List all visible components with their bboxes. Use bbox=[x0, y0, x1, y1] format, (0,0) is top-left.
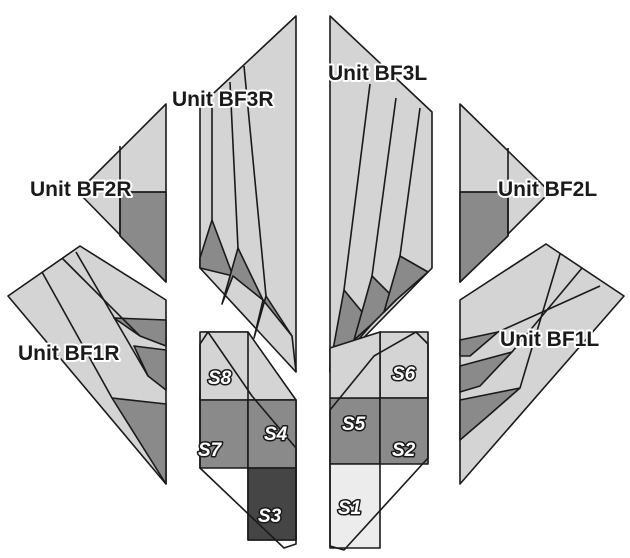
segment-label-s3: S3 bbox=[258, 506, 282, 527]
segment-label-s2: S2 bbox=[392, 440, 416, 461]
segment-label-s8: S8 bbox=[208, 368, 232, 389]
unit-bf2l bbox=[459, 103, 551, 283]
unit-label-bf2r: Unit BF2R bbox=[30, 178, 132, 201]
unit-label-bf3r: Unit BF3R bbox=[172, 88, 274, 111]
unit-label-bf3l: Unit BF3L bbox=[328, 62, 427, 85]
segment-group-left bbox=[199, 331, 297, 549]
segment-label-s1: S1 bbox=[338, 498, 361, 519]
segment-group-right bbox=[329, 331, 429, 551]
unit-bf1r bbox=[7, 245, 167, 485]
unit-bf2r bbox=[77, 103, 167, 283]
segment-label-s6: S6 bbox=[392, 364, 416, 385]
segment-label-s7: S7 bbox=[198, 440, 223, 461]
unit-label-bf1l: Unit BF1L bbox=[500, 328, 599, 351]
unit-label-bf2l: Unit BF2L bbox=[498, 178, 597, 201]
segment-label-s5: S5 bbox=[342, 414, 366, 435]
unit-bf1l bbox=[459, 243, 625, 485]
unit-bf3r bbox=[199, 15, 297, 373]
segment-label-s4: S4 bbox=[264, 424, 288, 445]
unit-label-bf1r: Unit BF1R bbox=[18, 342, 120, 365]
